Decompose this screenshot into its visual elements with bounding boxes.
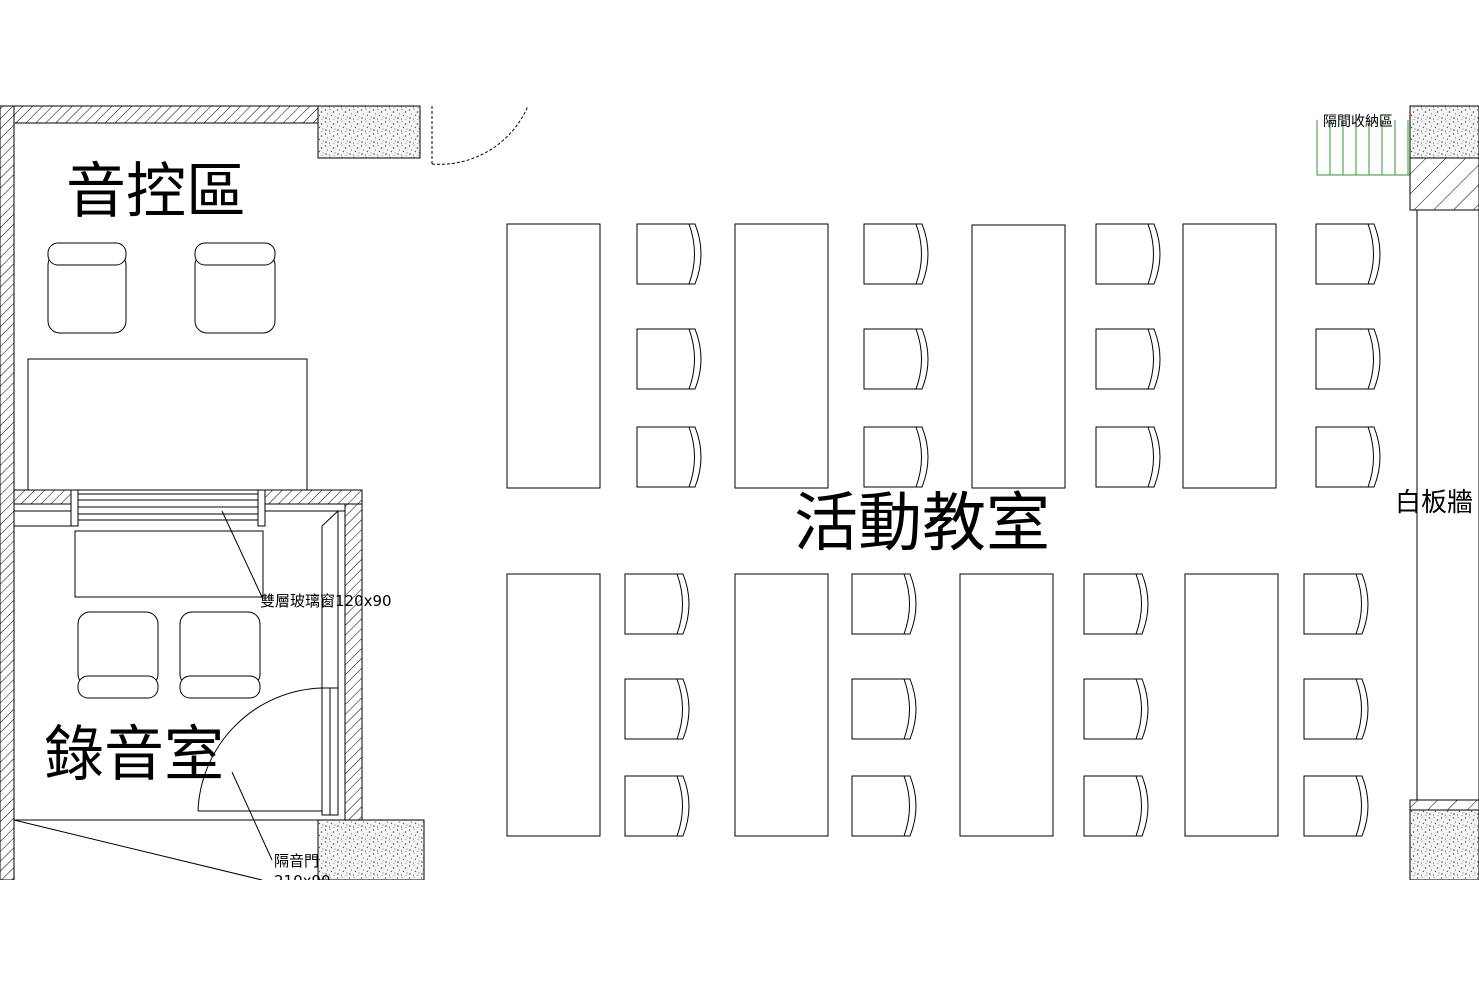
- control-console-desk: [27, 358, 308, 491]
- partition-wall-right: [261, 489, 363, 505]
- classroom-chair: [851, 775, 917, 837]
- classroom-chair: [1303, 573, 1369, 635]
- label-door-name: 隔音門: [274, 852, 319, 870]
- table-top-4: [1182, 223, 1277, 489]
- classroom-chair: [1083, 678, 1149, 740]
- top-wall: [13, 105, 319, 124]
- room-label-recording: 錄音室: [44, 720, 224, 790]
- table-top-1: [506, 223, 601, 489]
- soundproof-door: [197, 687, 339, 816]
- classroom-chair: [1315, 223, 1381, 285]
- right-top-wall: [1409, 157, 1479, 211]
- classroom-chairs: [624, 223, 1381, 837]
- control-chair-1: [47, 242, 127, 334]
- classroom-chair: [863, 426, 929, 488]
- storage-area: [1316, 120, 1410, 176]
- recording-desk: [74, 530, 264, 598]
- top-concrete-pillar: [317, 105, 421, 159]
- bottom-concrete-pillar: [317, 819, 425, 881]
- recording-chair-1: [77, 611, 159, 699]
- classroom-chair: [636, 328, 702, 390]
- right-wall-group: [1409, 105, 1479, 881]
- room-label-control: 音控區: [66, 157, 246, 227]
- right-top-concrete: [1409, 105, 1479, 159]
- classroom-chair: [851, 678, 917, 740]
- table-bottom-4: [1184, 573, 1279, 837]
- table-bottom-1: [506, 573, 601, 837]
- label-window: 雙層玻璃窗120x90: [260, 592, 392, 610]
- classroom-chair: [624, 775, 690, 837]
- control-chair-2: [194, 242, 276, 334]
- right-bottom-concrete: [1409, 809, 1479, 881]
- classroom-chair: [1095, 426, 1161, 488]
- recording-right-wall: [344, 503, 363, 821]
- classroom-tables: [506, 223, 1279, 837]
- classroom-chair: [1315, 426, 1381, 488]
- table-bottom-3: [959, 573, 1054, 837]
- recording-chair-2: [179, 611, 261, 699]
- table-top-3: [971, 224, 1066, 489]
- room-label-classroom: 活動教室: [794, 487, 1050, 561]
- classroom-chair: [1095, 223, 1161, 285]
- bottom-margin: [0, 880, 1479, 986]
- label-whiteboard: 白板牆: [1395, 488, 1473, 518]
- left-outer-wall: [0, 105, 15, 881]
- control-room-furniture: [27, 242, 308, 491]
- classroom-chair: [1303, 775, 1369, 837]
- classroom-chair: [1315, 328, 1381, 390]
- classroom-chair: [863, 223, 929, 285]
- table-top-2: [734, 223, 829, 489]
- left-wall-group: [0, 105, 425, 881]
- table-bottom-2: [734, 573, 829, 837]
- classroom-chair: [1083, 775, 1149, 837]
- classroom-chair: [1095, 328, 1161, 390]
- classroom-chair: [624, 678, 690, 740]
- classroom-chair: [1083, 573, 1149, 635]
- entrance-door: [431, 105, 529, 165]
- right-bottom-wall: [1409, 799, 1479, 811]
- classroom-chair: [636, 426, 702, 488]
- classroom-chair: [863, 328, 929, 390]
- partition-wall-left: [13, 489, 75, 505]
- label-storage: 隔間收納區: [1323, 114, 1393, 130]
- classroom-chair: [851, 573, 917, 635]
- classroom-chair: [636, 223, 702, 285]
- recording-room-furniture: [74, 530, 264, 699]
- classroom-chair: [624, 573, 690, 635]
- classroom-chair: [1303, 678, 1369, 740]
- leader-lines: [221, 510, 273, 861]
